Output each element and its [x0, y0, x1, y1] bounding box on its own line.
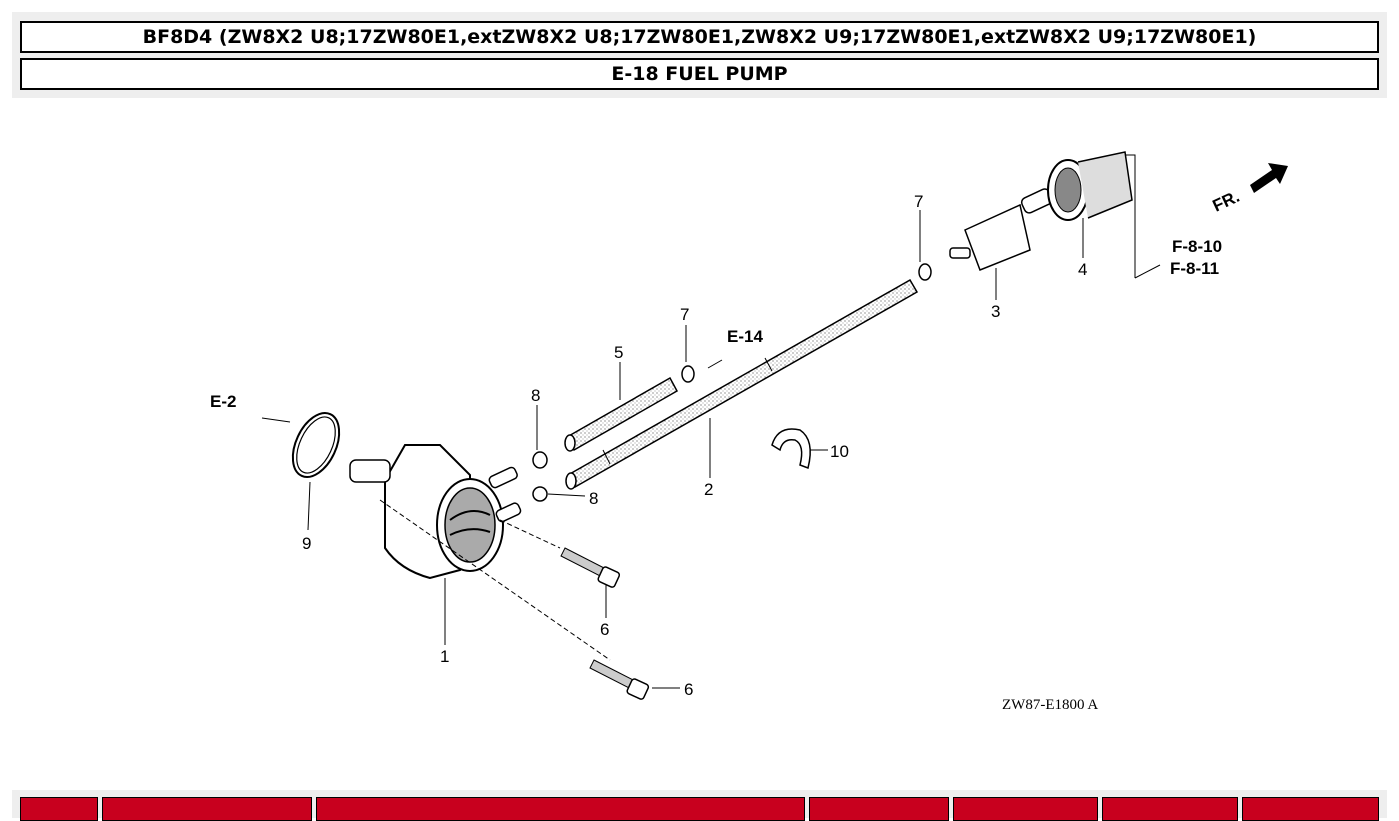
- callout-1: 1: [440, 647, 449, 666]
- ref-f810[interactable]: F-8-10: [1172, 237, 1222, 256]
- section-title: E-18 FUEL PUMP: [20, 58, 1379, 90]
- parts-table-header: [12, 790, 1387, 821]
- ref-f811[interactable]: F-8-11: [1170, 259, 1219, 278]
- callout-5: 5: [614, 343, 623, 362]
- column-header-6: [1102, 797, 1238, 821]
- bolt-6-upper: [560, 547, 621, 588]
- o-ring-9: [291, 412, 341, 478]
- fr-arrow-icon: [1250, 163, 1288, 193]
- bolt-6-lower: [589, 659, 650, 700]
- model-title: BF8D4 (ZW8X2 U8;17ZW80E1,extZW8X2 U8;17Z…: [20, 21, 1379, 53]
- callout-9: 9: [302, 534, 311, 553]
- column-header-5: [953, 797, 1098, 821]
- callout-3: 3: [991, 302, 1000, 321]
- ref-fr: FR.: [1210, 187, 1243, 216]
- filter-4: [1047, 151, 1133, 221]
- callout-7-mid: 7: [680, 305, 689, 324]
- connector-3: [949, 188, 1054, 271]
- clip-8-upper: [532, 451, 548, 469]
- callout-8-upper: 8: [531, 386, 540, 405]
- clip-8-lower: [532, 486, 548, 502]
- column-header-2: [102, 797, 312, 821]
- callout-10: 10: [830, 442, 849, 461]
- callout-8-lower: 8: [589, 489, 598, 508]
- ref-e14[interactable]: E-14: [727, 327, 763, 346]
- fuel-hose-5: [564, 376, 679, 452]
- ref-e2[interactable]: E-2: [210, 392, 236, 411]
- column-header-1: [20, 797, 98, 821]
- fuel-hose-2: [565, 278, 919, 490]
- callout-6-upper: 6: [600, 620, 609, 639]
- column-header-4: [809, 797, 949, 821]
- clip-7-right: [918, 263, 932, 281]
- column-header-3: [316, 797, 805, 821]
- callout-4: 4: [1078, 260, 1087, 279]
- header: BF8D4 (ZW8X2 U8;17ZW80E1,extZW8X2 U8;17Z…: [12, 12, 1387, 98]
- column-header-7: [1242, 797, 1379, 821]
- clamp-10: [771, 428, 811, 469]
- callout-6-lower: 6: [684, 680, 693, 699]
- clip-7-mid: [681, 365, 695, 383]
- callout-7-right: 7: [914, 192, 923, 211]
- callout-2: 2: [704, 480, 713, 499]
- parts-diagram: 1 2 3 4 5 6 6 7 7 8 8 9 10 E-2 E-14 F-8-…: [210, 151, 1288, 713]
- fuel-pump-1: [349, 444, 522, 580]
- figure-code: ZW87-E1800 A: [1002, 697, 1098, 713]
